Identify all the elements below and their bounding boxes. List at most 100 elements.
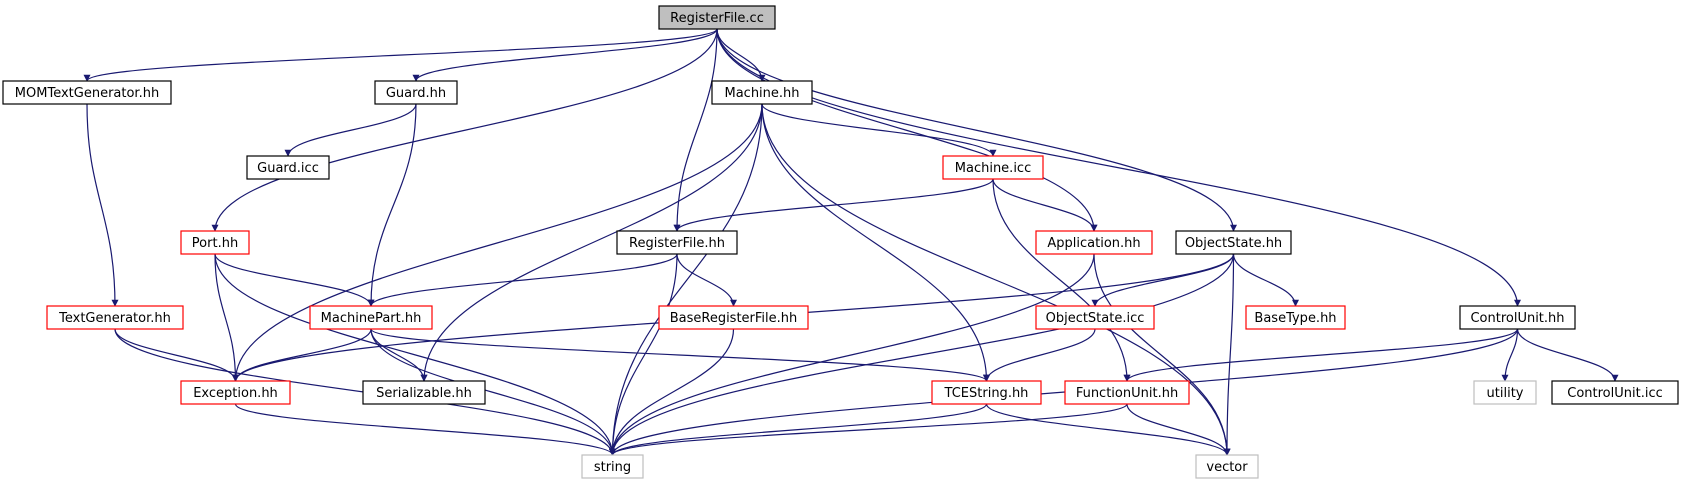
node-label: Machine.icc [955, 161, 1031, 176]
edge-objectstate-icc-to-tcestring-hh [983, 328, 1096, 382]
edge-application-hh-to-string [609, 253, 1095, 456]
node-box [942, 155, 1044, 180]
node-box [1195, 454, 1259, 479]
edge-registerfile-hh-to-string [609, 253, 678, 456]
node-label: RegisterFile.cc [670, 11, 764, 26]
edge-machinepart-hh-to-string [370, 328, 616, 456]
edge-machine-hh-to-vector [761, 103, 1231, 456]
node-box [658, 305, 809, 330]
edge-functionunit-hh-to-vector [1126, 403, 1231, 456]
node-basetype-hh[interactable]: BaseType.hh [1245, 305, 1346, 330]
node-textgenerator-hh[interactable]: TextGenerator.hh [46, 305, 184, 330]
node-port-hh[interactable]: Port.hh [180, 230, 250, 255]
edge-machine-icc-to-functionunit-hh [992, 178, 1131, 382]
node-box [1035, 305, 1155, 330]
edge-machine-hh-to-exception-hh [232, 103, 763, 382]
node-box [1035, 230, 1153, 255]
node-label: vector [1206, 460, 1248, 475]
node-box [46, 305, 184, 330]
node-box [246, 155, 330, 180]
node-guard-hh[interactable]: Guard.hh [374, 80, 458, 105]
node-box [658, 5, 776, 30]
edge-objectstate-hh-to-string [609, 253, 1235, 456]
edge-functionunit-hh-to-string [609, 403, 1128, 456]
node-box [1245, 305, 1346, 330]
node-tcestring-hh[interactable]: TCEString.hh [931, 380, 1042, 405]
node-box [616, 230, 738, 255]
edge-machine-hh-to-string [609, 103, 763, 456]
edge-registerfile-hh-to-machinepart-hh [367, 253, 678, 307]
edge-machine-hh-to-machine-icc [761, 103, 997, 157]
node-machine-hh[interactable]: Machine.hh [711, 80, 813, 105]
edge-controlunit-hh-to-utility [1501, 328, 1519, 382]
node-label: ObjectState.icc [1046, 311, 1145, 326]
edge-registerfile-cc-to-guard-hh [412, 28, 718, 82]
edge-tcestring-hh-to-vector [985, 403, 1231, 456]
edge-machine-icc-to-registerfile-hh [673, 178, 994, 232]
edge-registerfile-cc-to-objectstate-hh [716, 28, 1237, 232]
edge-port-hh-to-string [214, 253, 616, 456]
node-box [711, 80, 813, 105]
node-controlunit-hh[interactable]: ControlUnit.hh [1459, 305, 1576, 330]
node-serializable-hh[interactable]: Serializable.hh [362, 380, 486, 405]
node-controlunit-icc[interactable]: ControlUnit.icc [1551, 380, 1679, 405]
node-functionunit-hh[interactable]: FunctionUnit.hh [1064, 380, 1190, 405]
edge-machine-hh-to-serializable-hh [420, 103, 763, 382]
node-box [1175, 230, 1292, 255]
edge-registerfile-cc-to-port-hh [211, 28, 718, 232]
node-label: RegisterFile.hh [629, 236, 725, 251]
node-momtextgenerator-hh[interactable]: MOMTextGenerator.hh [2, 80, 172, 105]
edge-guard-hh-to-machinepart-hh [367, 103, 417, 307]
node-label: BaseType.hh [1254, 311, 1336, 326]
edge-tcestring-hh-to-string [609, 403, 988, 456]
edge-registerfile-cc-to-application-hh [716, 28, 1098, 232]
node-utility: utility [1473, 380, 1537, 405]
node-objectstate-icc[interactable]: ObjectState.icc [1035, 305, 1155, 330]
node-label: Exception.hh [193, 386, 278, 401]
node-registerfile-cc[interactable]: RegisterFile.cc [658, 5, 776, 30]
node-label: string [594, 460, 631, 475]
node-machine-icc[interactable]: Machine.icc [942, 155, 1044, 180]
node-label: MOMTextGenerator.hh [15, 86, 159, 101]
edge-controlunit-hh-to-functionunit-hh [1123, 328, 1519, 382]
edge-machine-hh-to-tcestring-hh [761, 103, 990, 382]
edge-objectstate-hh-to-basetype-hh [1232, 253, 1299, 307]
node-guard-icc[interactable]: Guard.icc [246, 155, 330, 180]
node-box [180, 380, 291, 405]
edge-guard-hh-to-guard-icc [284, 103, 417, 157]
edge-momtextgenerator-hh-to-textgenerator-hh [86, 103, 119, 307]
node-label: TCEString.hh [944, 386, 1029, 401]
node-box [180, 230, 250, 255]
node-label: ObjectState.hh [1185, 236, 1282, 251]
edge-controlunit-hh-to-controlunit-icc [1516, 328, 1619, 382]
node-machinepart-hh[interactable]: MachinePart.hh [309, 305, 433, 330]
edge-exception-hh-to-string [234, 403, 616, 456]
edge-machinepart-hh-to-tcestring-hh [370, 328, 990, 382]
node-label: BaseRegisterFile.hh [670, 311, 798, 326]
node-label: TextGenerator.hh [58, 311, 171, 326]
node-label: ControlUnit.icc [1567, 386, 1663, 401]
node-box [581, 454, 644, 479]
edge-port-hh-to-machinepart-hh [214, 253, 375, 307]
node-box [1473, 380, 1537, 405]
edge-registerfile-cc-to-controlunit-hh [716, 28, 1521, 307]
node-vector: vector [1195, 454, 1259, 479]
edge-registerfile-cc-to-momtextgenerator-hh [83, 28, 718, 82]
node-baseregisterfile-hh[interactable]: BaseRegisterFile.hh [658, 305, 809, 330]
edge-textgenerator-hh-to-exception-hh [114, 328, 239, 382]
node-label: Application.hh [1047, 236, 1140, 251]
node-objectstate-hh[interactable]: ObjectState.hh [1175, 230, 1292, 255]
node-label: Guard.icc [257, 161, 319, 176]
node-box [1064, 380, 1190, 405]
node-exception-hh[interactable]: Exception.hh [180, 380, 291, 405]
node-label: ControlUnit.hh [1470, 311, 1564, 326]
node-box [2, 80, 172, 105]
node-label: utility [1487, 386, 1524, 401]
node-box [309, 305, 433, 330]
node-registerfile-hh[interactable]: RegisterFile.hh [616, 230, 738, 255]
edge-objectstate-hh-to-objectstate-icc [1091, 253, 1235, 307]
node-label: MachinePart.hh [321, 311, 422, 326]
edge-baseregisterfile-hh-to-string [609, 328, 735, 456]
node-application-hh[interactable]: Application.hh [1035, 230, 1153, 255]
